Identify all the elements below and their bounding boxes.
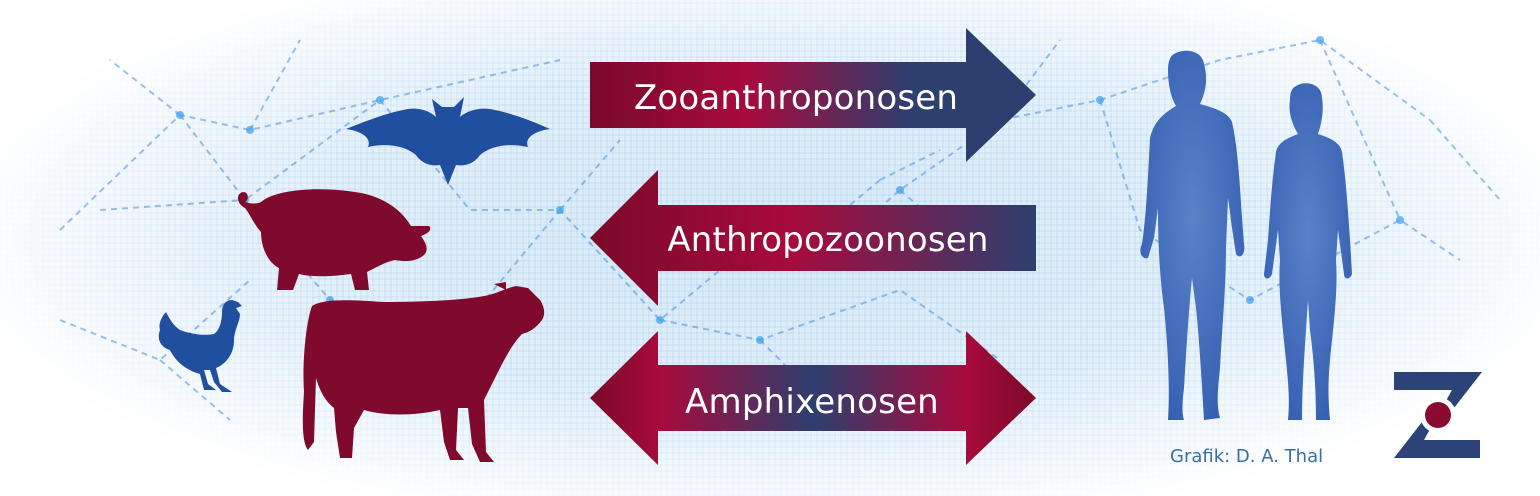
- label-amphixenosen: Amphixenosen: [685, 382, 939, 422]
- institute-logo: [1394, 372, 1482, 458]
- label-anthropozoonosen: Anthropozoonosen: [667, 220, 989, 260]
- woman-icon: [1264, 83, 1352, 421]
- man-icon: [1140, 50, 1245, 420]
- arrow-zooanthroponosen: [590, 28, 1036, 162]
- arrow-amphixenosen: [590, 331, 1036, 465]
- arrow-anthropozoonosen: [590, 170, 1036, 306]
- graphic-credit: Grafik: D. A. Thal: [1170, 446, 1324, 467]
- cow-icon: [302, 282, 545, 462]
- bat-icon: [346, 97, 550, 185]
- chicken-icon: [158, 300, 242, 392]
- label-zooanthroponosen: Zooanthroponosen: [633, 78, 959, 118]
- pig-icon: [237, 189, 431, 290]
